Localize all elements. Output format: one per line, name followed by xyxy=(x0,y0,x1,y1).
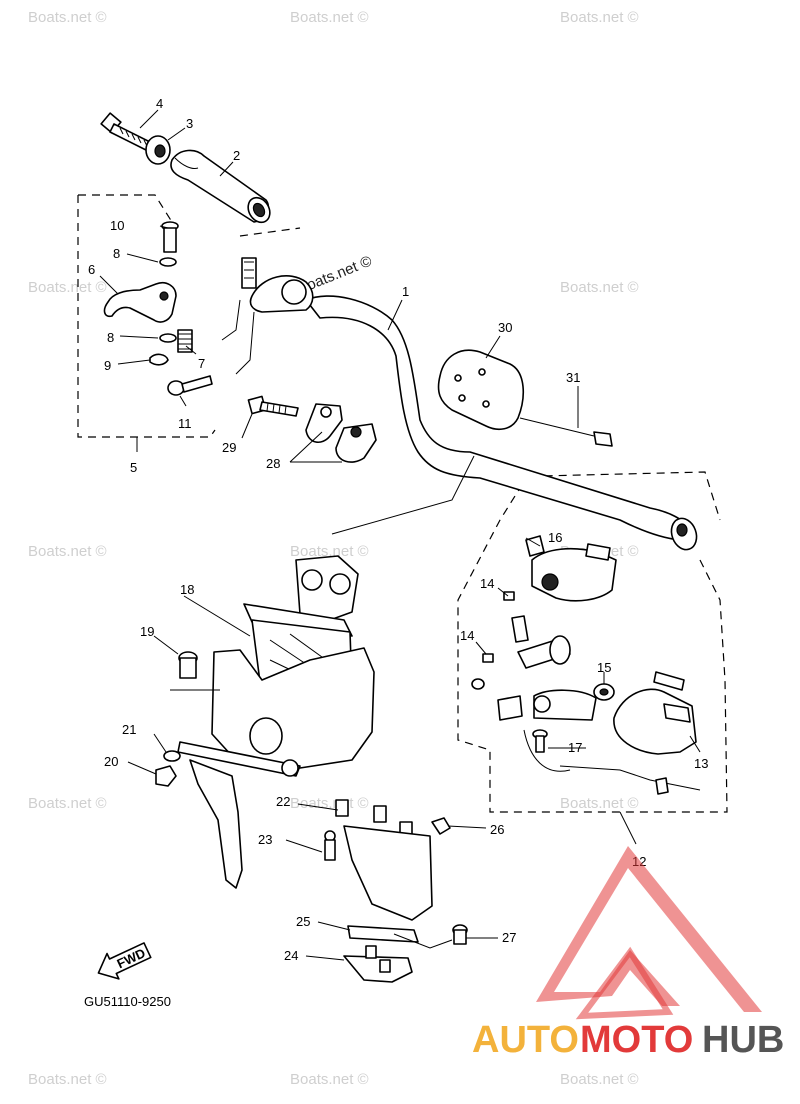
grip-part-2 xyxy=(170,149,271,224)
automotohub-logo: AUTO MOTO HUB xyxy=(472,846,784,1061)
bolt-part-19 xyxy=(178,651,198,679)
fwd-arrow: FWD xyxy=(97,942,152,980)
brand-hub: HUB xyxy=(702,1019,784,1061)
brand-moto: MOTO xyxy=(580,1019,693,1061)
plate-part-24 xyxy=(343,945,413,983)
callout-21: 21 xyxy=(122,722,136,737)
callout-24: 24 xyxy=(284,948,298,963)
callout-8-top: 8 xyxy=(113,246,120,261)
switch-assembly xyxy=(497,615,701,795)
washer-part-3 xyxy=(145,135,171,165)
brand-auto: AUTO xyxy=(472,1019,579,1061)
clip-part-14-ring xyxy=(471,678,485,690)
watermark: Boats.net © xyxy=(28,9,107,26)
callout-4: 4 xyxy=(156,96,163,111)
clip-part-9 xyxy=(149,353,169,366)
watermark: Boats.net © xyxy=(290,9,369,26)
callout-28: 28 xyxy=(266,456,280,471)
leader-lines xyxy=(99,109,701,961)
spring-part-7 xyxy=(177,329,193,353)
bolt-part-4 xyxy=(100,112,151,151)
callout-15: 15 xyxy=(597,660,611,675)
watermark: Boats.net © xyxy=(290,795,369,812)
steering-console xyxy=(177,647,375,889)
switch-housing-part-16 xyxy=(525,535,617,602)
watermark: Boats.net © xyxy=(560,1071,639,1088)
watermark: Boats.net © xyxy=(28,1071,107,1088)
callout-3: 3 xyxy=(186,116,193,131)
nut-part-20 xyxy=(155,765,177,787)
switch-part-15 xyxy=(593,683,615,701)
screw-part-17 xyxy=(532,729,548,753)
callout-30: 30 xyxy=(498,320,512,335)
callout-17: 17 xyxy=(568,740,582,755)
callout-2: 2 xyxy=(233,148,240,163)
callout-31: 31 xyxy=(566,370,580,385)
watermark: Boats.net © xyxy=(560,279,639,296)
watermark: Boats.net © xyxy=(28,795,107,812)
callout-20: 20 xyxy=(104,754,118,769)
bolt-part-23 xyxy=(324,830,336,861)
handlebar-part-1 xyxy=(305,295,698,551)
pin-part-10 xyxy=(161,221,179,253)
callout-19: 19 xyxy=(140,624,154,639)
callout-18: 18 xyxy=(180,582,194,597)
callout-27: 27 xyxy=(502,930,516,945)
group-5-outline xyxy=(77,194,301,438)
watermark: Boats.net © xyxy=(28,543,107,560)
washer-part-8-bottom xyxy=(159,333,177,343)
callout-9: 9 xyxy=(104,358,111,373)
callout-23: 23 xyxy=(258,832,272,847)
callout-10: 10 xyxy=(110,218,124,233)
clamp-part-28 xyxy=(305,403,377,463)
callout-13: 13 xyxy=(694,756,708,771)
callout-29: 29 xyxy=(222,440,236,455)
callout-11: 11 xyxy=(178,416,192,431)
callout-6: 6 xyxy=(88,262,95,277)
bolt-part-27 xyxy=(452,924,468,945)
group-12-outline xyxy=(457,471,728,813)
callout-22: 22 xyxy=(276,794,290,809)
switch-cover-part-13 xyxy=(613,671,697,755)
callout-5: 5 xyxy=(130,460,137,475)
diagram-code: GU51110-9250 xyxy=(84,994,171,1009)
watermark: Boats.net © xyxy=(290,1071,369,1088)
nut-part-26 xyxy=(431,817,451,835)
callout-labels: 4 3 2 10 8 6 8 7 9 11 5 1 30 31 29 28 18… xyxy=(88,96,708,963)
bracket-part-22 xyxy=(335,799,433,921)
callout-25: 25 xyxy=(296,914,310,929)
bolt-part-11 xyxy=(167,375,213,396)
watermark: Boats.net © xyxy=(290,543,369,560)
callout-14-top: 14 xyxy=(480,576,494,591)
callout-7: 7 xyxy=(198,356,205,371)
callout-26: 26 xyxy=(490,822,504,837)
watermark: Boats.net © xyxy=(560,795,639,812)
washer-part-8-top xyxy=(159,257,177,267)
pad-part-30 xyxy=(437,349,525,431)
callout-8-bottom: 8 xyxy=(107,330,114,345)
watermark: Boats.net © xyxy=(28,279,107,296)
screw-part-14 xyxy=(482,591,515,663)
lever-part-6 xyxy=(103,281,177,323)
callout-16: 16 xyxy=(548,530,562,545)
callout-1: 1 xyxy=(402,284,409,299)
throttle-housing xyxy=(241,257,314,313)
bolt-part-29 xyxy=(247,395,299,417)
washer-part-21 xyxy=(163,750,181,762)
plate-part-25 xyxy=(347,925,419,943)
strap-part-31 xyxy=(519,417,613,447)
watermark: Boats.net © xyxy=(560,9,639,26)
callout-14-bottom: 14 xyxy=(460,628,474,643)
